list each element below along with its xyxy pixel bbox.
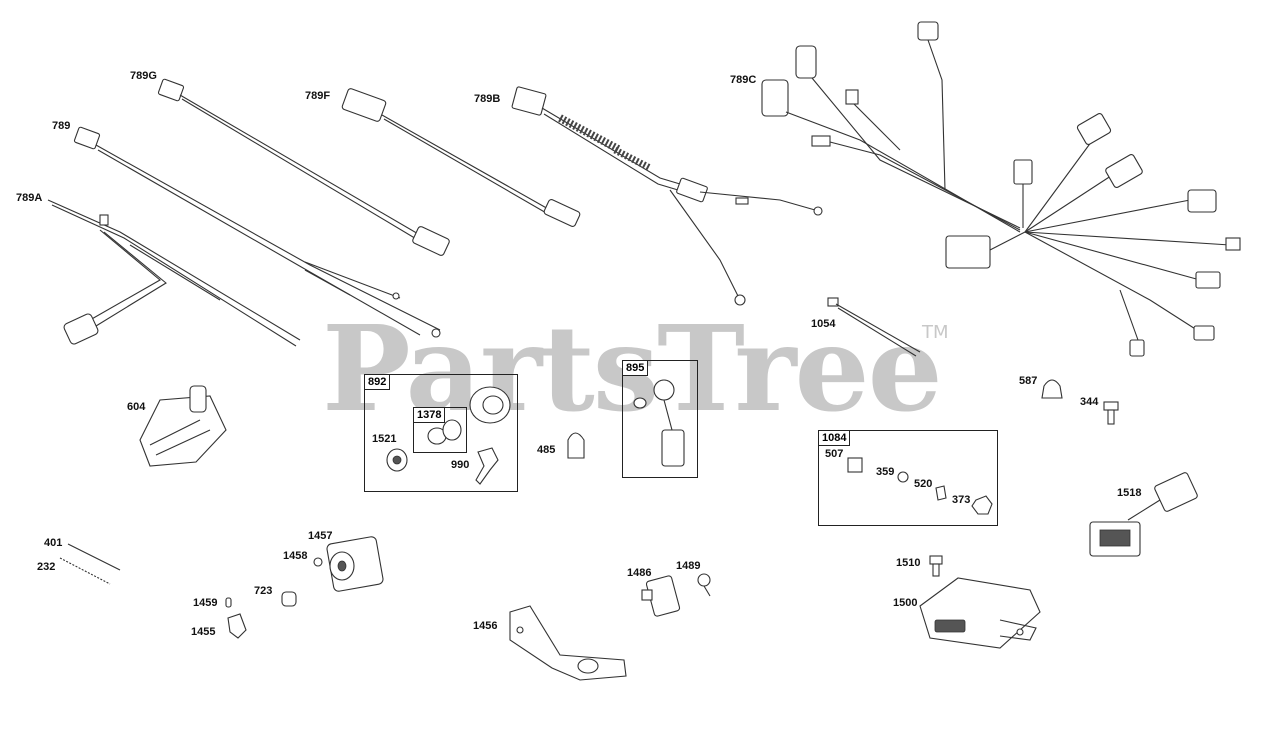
- part-1510-bolt[interactable]: [929, 555, 943, 577]
- part-1486-sensor[interactable]: [641, 575, 681, 617]
- callout-1455[interactable]: 1455: [191, 626, 216, 638]
- callout-789C[interactable]: 789C: [730, 74, 757, 86]
- callout-373[interactable]: 373: [952, 494, 971, 506]
- part-485-knob[interactable]: [567, 432, 585, 459]
- part-1054-cable-tie[interactable]: [827, 297, 921, 357]
- part-401-rod[interactable]: [67, 543, 121, 571]
- part-1455-bracket[interactable]: [227, 613, 247, 639]
- callout-1054[interactable]: 1054: [811, 318, 836, 330]
- part-789C-harness[interactable]: [761, 21, 1241, 357]
- callout-789A[interactable]: 789A: [16, 192, 43, 204]
- part-1500-control-module[interactable]: [919, 577, 1041, 649]
- callout-1521[interactable]: 1521: [372, 433, 397, 445]
- part-895-sensor[interactable]: [633, 379, 685, 467]
- kit-box-1378: 1378: [413, 407, 467, 453]
- part-1457-actuator[interactable]: [313, 536, 384, 592]
- part-789B-harness[interactable]: [511, 86, 823, 306]
- kit-label-892: 892: [364, 374, 391, 390]
- part-344-bolt[interactable]: [1103, 401, 1119, 425]
- kit-label-1378: 1378: [413, 407, 446, 423]
- callout-1518[interactable]: 1518: [1117, 487, 1142, 499]
- callout-1458[interactable]: 1458: [283, 550, 308, 562]
- watermark-trademark: TM: [922, 322, 949, 343]
- callout-401[interactable]: 401: [44, 537, 63, 549]
- callout-1500[interactable]: 1500: [893, 597, 918, 609]
- part-1518-connector-module[interactable]: [1089, 472, 1198, 557]
- callout-1489[interactable]: 1489: [676, 560, 701, 572]
- callout-789B[interactable]: 789B: [474, 93, 501, 105]
- callout-1510[interactable]: 1510: [896, 557, 921, 569]
- callout-723[interactable]: 723: [254, 585, 273, 597]
- part-723-bushing[interactable]: [281, 591, 297, 607]
- part-789G-harness[interactable]: [157, 78, 450, 257]
- part-1084-terminal-kit[interactable]: [847, 457, 993, 515]
- callout-990[interactable]: 990: [451, 459, 470, 471]
- part-1456-bracket[interactable]: [509, 605, 627, 681]
- part-232-spring[interactable]: [59, 557, 111, 585]
- callout-1486[interactable]: 1486: [627, 567, 652, 579]
- kit-box-895: 895: [622, 360, 698, 478]
- part-789F-harness[interactable]: [341, 88, 581, 228]
- part-1489-screw[interactable]: [697, 573, 711, 597]
- callout-789[interactable]: 789: [52, 120, 71, 132]
- part-1459-pin[interactable]: [225, 597, 232, 608]
- callout-587[interactable]: 587: [1019, 375, 1038, 387]
- kit-box-892: 892: [364, 374, 518, 492]
- part-604-boot[interactable]: [139, 385, 227, 467]
- callout-1457[interactable]: 1457: [308, 530, 333, 542]
- callout-359[interactable]: 359: [876, 466, 895, 478]
- callout-789G[interactable]: 789G: [130, 70, 157, 82]
- callout-232[interactable]: 232: [37, 561, 56, 573]
- callout-1456[interactable]: 1456: [473, 620, 498, 632]
- callout-1459[interactable]: 1459: [193, 597, 218, 609]
- kit-box-1084: 1084: [818, 430, 998, 526]
- part-587-clamp[interactable]: [1041, 379, 1063, 399]
- part-789-harness[interactable]: [73, 126, 441, 338]
- callout-604[interactable]: 604: [127, 401, 146, 413]
- callout-344[interactable]: 344: [1080, 396, 1099, 408]
- callout-507[interactable]: 507: [825, 448, 844, 460]
- part-789A-harness[interactable]: [47, 199, 301, 347]
- kit-label-1084: 1084: [818, 430, 851, 446]
- callout-789F[interactable]: 789F: [305, 90, 331, 102]
- part-892-ignition-switch[interactable]: [386, 386, 511, 485]
- callout-485[interactable]: 485: [537, 444, 556, 456]
- kit-label-895: 895: [622, 360, 649, 376]
- callout-520[interactable]: 520: [914, 478, 933, 490]
